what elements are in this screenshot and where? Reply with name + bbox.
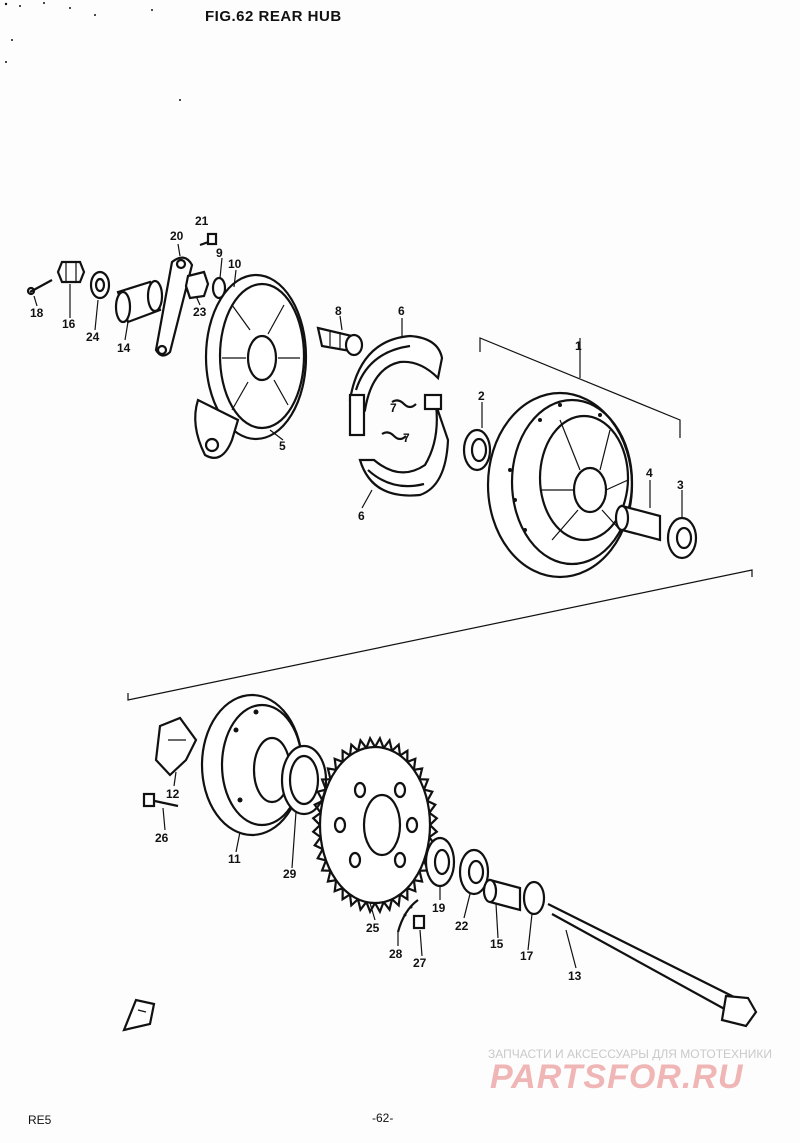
axle-spacer-part (482, 878, 522, 912)
bolt-part (199, 232, 218, 247)
spring-washer-part (211, 276, 227, 300)
callout-1: 1 (575, 339, 582, 353)
callout-8: 8 (335, 304, 342, 318)
washer-part (89, 270, 111, 300)
drum-bearing-part (458, 848, 490, 896)
rear-sprocket-part (311, 735, 439, 915)
callout-15: 15 (490, 937, 504, 951)
front-direction-arrow-icon (122, 998, 156, 1032)
callout-4: 4 (646, 466, 653, 480)
callout-6-upper: 6 (398, 304, 405, 318)
callout-17: 17 (520, 949, 534, 963)
nut-part (184, 270, 210, 300)
callout-21: 21 (195, 214, 209, 228)
brake-cam-part (316, 326, 364, 357)
retaining-ring-part (280, 744, 328, 816)
torque-arm-part (154, 256, 194, 357)
callout-18: 18 (30, 306, 44, 320)
wheel-hub-part (486, 391, 634, 579)
callout-29: 29 (283, 867, 297, 881)
callout-13: 13 (568, 969, 582, 983)
callout-19: 19 (432, 901, 446, 915)
callout-12: 12 (166, 787, 180, 801)
callout-14: 14 (117, 341, 131, 355)
callout-16: 16 (62, 317, 76, 331)
spacer-sleeve-part (114, 279, 164, 324)
callout-24: 24 (86, 330, 100, 344)
brake-shoe-lower-part (358, 393, 450, 497)
callout-2: 2 (478, 389, 485, 403)
castle-nut-part (56, 260, 86, 284)
oil-seal-part (462, 428, 492, 472)
figure-title: FIG.62 REAR HUB (205, 8, 342, 25)
callout-6-lower: 6 (358, 509, 365, 523)
callout-22: 22 (455, 919, 469, 933)
brake-shoe-upper-part (348, 334, 444, 437)
lock-washer-part (396, 899, 419, 933)
shoe-spring-lower-part (381, 431, 407, 441)
callout-23: 23 (193, 305, 207, 319)
axle-collar-part (522, 880, 546, 916)
callout-27: 27 (413, 956, 427, 970)
brake-panel-part (194, 273, 308, 459)
rear-axle-part (547, 903, 758, 1028)
callout-28: 28 (389, 947, 403, 961)
callout-7-upper: 7 (390, 401, 397, 415)
leader-lines (33, 243, 683, 969)
page-number: -62- (372, 1111, 394, 1125)
model-code: RE5 (28, 1113, 52, 1127)
callout-11: 11 (228, 852, 241, 866)
scan-speckles (4, 2, 181, 101)
cotter-pin-part (26, 279, 53, 296)
callout-3: 3 (677, 478, 684, 492)
shoe-spring-upper-part (391, 399, 417, 409)
hub-group-bracket (479, 337, 681, 438)
bearing-part (666, 516, 698, 560)
sprocket-damper-part (154, 716, 198, 777)
callout-7-lower: 7 (403, 431, 410, 445)
watermark-logo: PARTSFOR.RU (490, 1058, 744, 1096)
section-divider-line (127, 569, 753, 701)
callout-26: 26 (155, 831, 169, 845)
hub-spacer-part (614, 504, 662, 542)
drum-oil-seal-part (424, 836, 456, 888)
callout-20: 20 (170, 229, 184, 243)
sprocket-bolt-part (142, 792, 179, 808)
callout-25: 25 (366, 921, 380, 935)
sprocket-nut-part (412, 914, 426, 930)
callout-10: 10 (228, 257, 242, 271)
callout-5: 5 (279, 439, 286, 453)
callout-9: 9 (216, 246, 223, 260)
sprocket-drum-part (200, 693, 304, 837)
watermark-tagline: ЗАПЧАСТИ И АКСЕССУАРЫ ДЛЯ МОТОТЕХНИКИ (488, 1047, 772, 1061)
